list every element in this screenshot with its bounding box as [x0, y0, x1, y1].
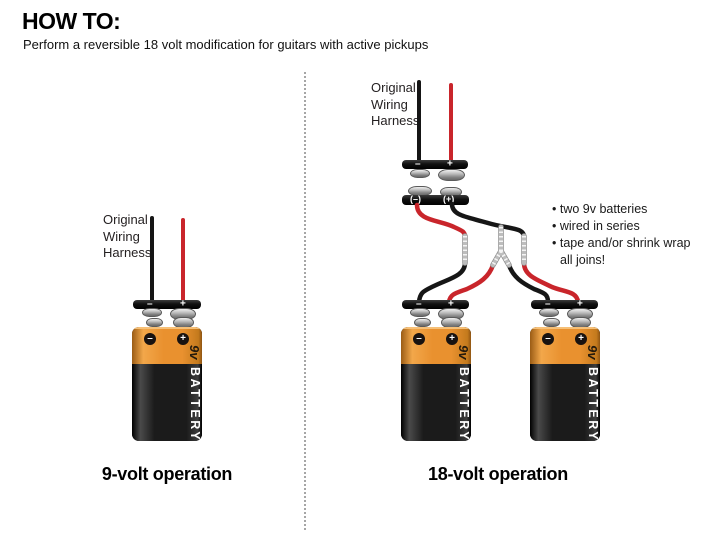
snap-connector — [142, 308, 162, 317]
battery-top-band: – + 9v — [132, 327, 202, 364]
battery-post — [543, 318, 560, 327]
series-link-black-to-battery2-minus — [506, 262, 551, 305]
battery-top-band: – + 9v — [401, 327, 471, 364]
battery-body: BATTERY — [401, 364, 471, 441]
snap-connector — [539, 308, 559, 317]
caption-9v: 9-volt operation — [101, 464, 233, 484]
clip-minus-marking: – — [147, 298, 153, 309]
battery-minus-marking: – — [542, 333, 554, 345]
harness-label-right: Original Wiring Harness — [371, 80, 420, 128]
clip-plus-marking: + — [180, 298, 186, 309]
battery-body: BATTERY — [132, 364, 202, 441]
snap-connector — [410, 169, 430, 178]
snap-connector — [438, 169, 465, 181]
note-item: all joins! — [560, 253, 606, 267]
note-item: • tape and/or shrink wrap — [552, 236, 691, 250]
caption-18v: 18-volt operation — [428, 464, 568, 484]
clip-minus-marking: (–) — [410, 194, 421, 205]
snap-connector — [410, 308, 430, 317]
battery-brand-label: BATTERY — [188, 367, 202, 441]
battery-brand-label: BATTERY — [586, 367, 600, 441]
series-wire-red-to-battery2-plus — [521, 260, 581, 305]
harness-wire-black — [417, 80, 421, 164]
battery-voltage-label: 9v — [585, 345, 600, 360]
battery-plus-marking: + — [575, 333, 587, 345]
series-wire-black-from-plus — [449, 201, 527, 240]
battery-plus-marking: + — [446, 333, 458, 345]
battery-top-band: – + 9v — [530, 327, 600, 364]
note-item: • wired in series — [552, 219, 640, 233]
page-title: HOW TO: — [22, 8, 121, 34]
harness-wire-red — [449, 83, 453, 164]
clip-minus-marking: – — [545, 298, 551, 309]
battery-post — [146, 318, 163, 327]
series-link-red-to-battery1-plus — [446, 262, 496, 305]
page-subtitle: Perform a reversible 18 volt modificatio… — [23, 37, 429, 52]
series-wire-black-to-battery1-minus — [416, 260, 468, 305]
harness-wire-black — [150, 216, 154, 304]
nine-volt-battery: – + 9v BATTERY — [132, 327, 202, 441]
battery1-clip-bar: – + — [402, 298, 469, 309]
nine-volt-battery: – + 9v BATTERY — [401, 327, 471, 441]
battery-post — [414, 318, 431, 327]
clip-minus-marking: – — [416, 298, 422, 309]
battery-minus-marking: – — [413, 333, 425, 345]
clip-plus-marking: + — [577, 298, 583, 309]
battery-clip-bar: – + — [133, 298, 201, 309]
battery-voltage-label: 9v — [187, 345, 202, 360]
clip-plus-marking: (+) — [443, 194, 455, 205]
panel-divider — [304, 72, 306, 530]
nine-volt-battery: – + 9v BATTERY — [530, 327, 600, 441]
battery-plus-marking: + — [177, 333, 189, 345]
clip-plus-marking: + — [447, 158, 453, 169]
notes-list: • two 9v batteries • wired in series • t… — [552, 201, 690, 269]
note-item: • two 9v batteries — [552, 202, 648, 216]
clip-plus-marking: + — [448, 298, 454, 309]
battery-minus-marking: – — [144, 333, 156, 345]
battery2-clip-bar: – + — [531, 298, 598, 309]
battery-brand-label: BATTERY — [457, 367, 471, 441]
series-wire-red-from-minus — [414, 202, 468, 240]
battery-voltage-label: 9v — [456, 345, 471, 360]
harness-label-left: Original Wiring Harness — [103, 212, 152, 260]
harness-clip-bar: – + — [402, 158, 468, 169]
adapter-clip-bar: (–) (+) — [402, 195, 469, 205]
clip-minus-marking: – — [415, 158, 421, 169]
battery-body: BATTERY — [530, 364, 600, 441]
twisted-splice-series-link — [490, 224, 512, 268]
harness-wire-red — [181, 218, 185, 306]
